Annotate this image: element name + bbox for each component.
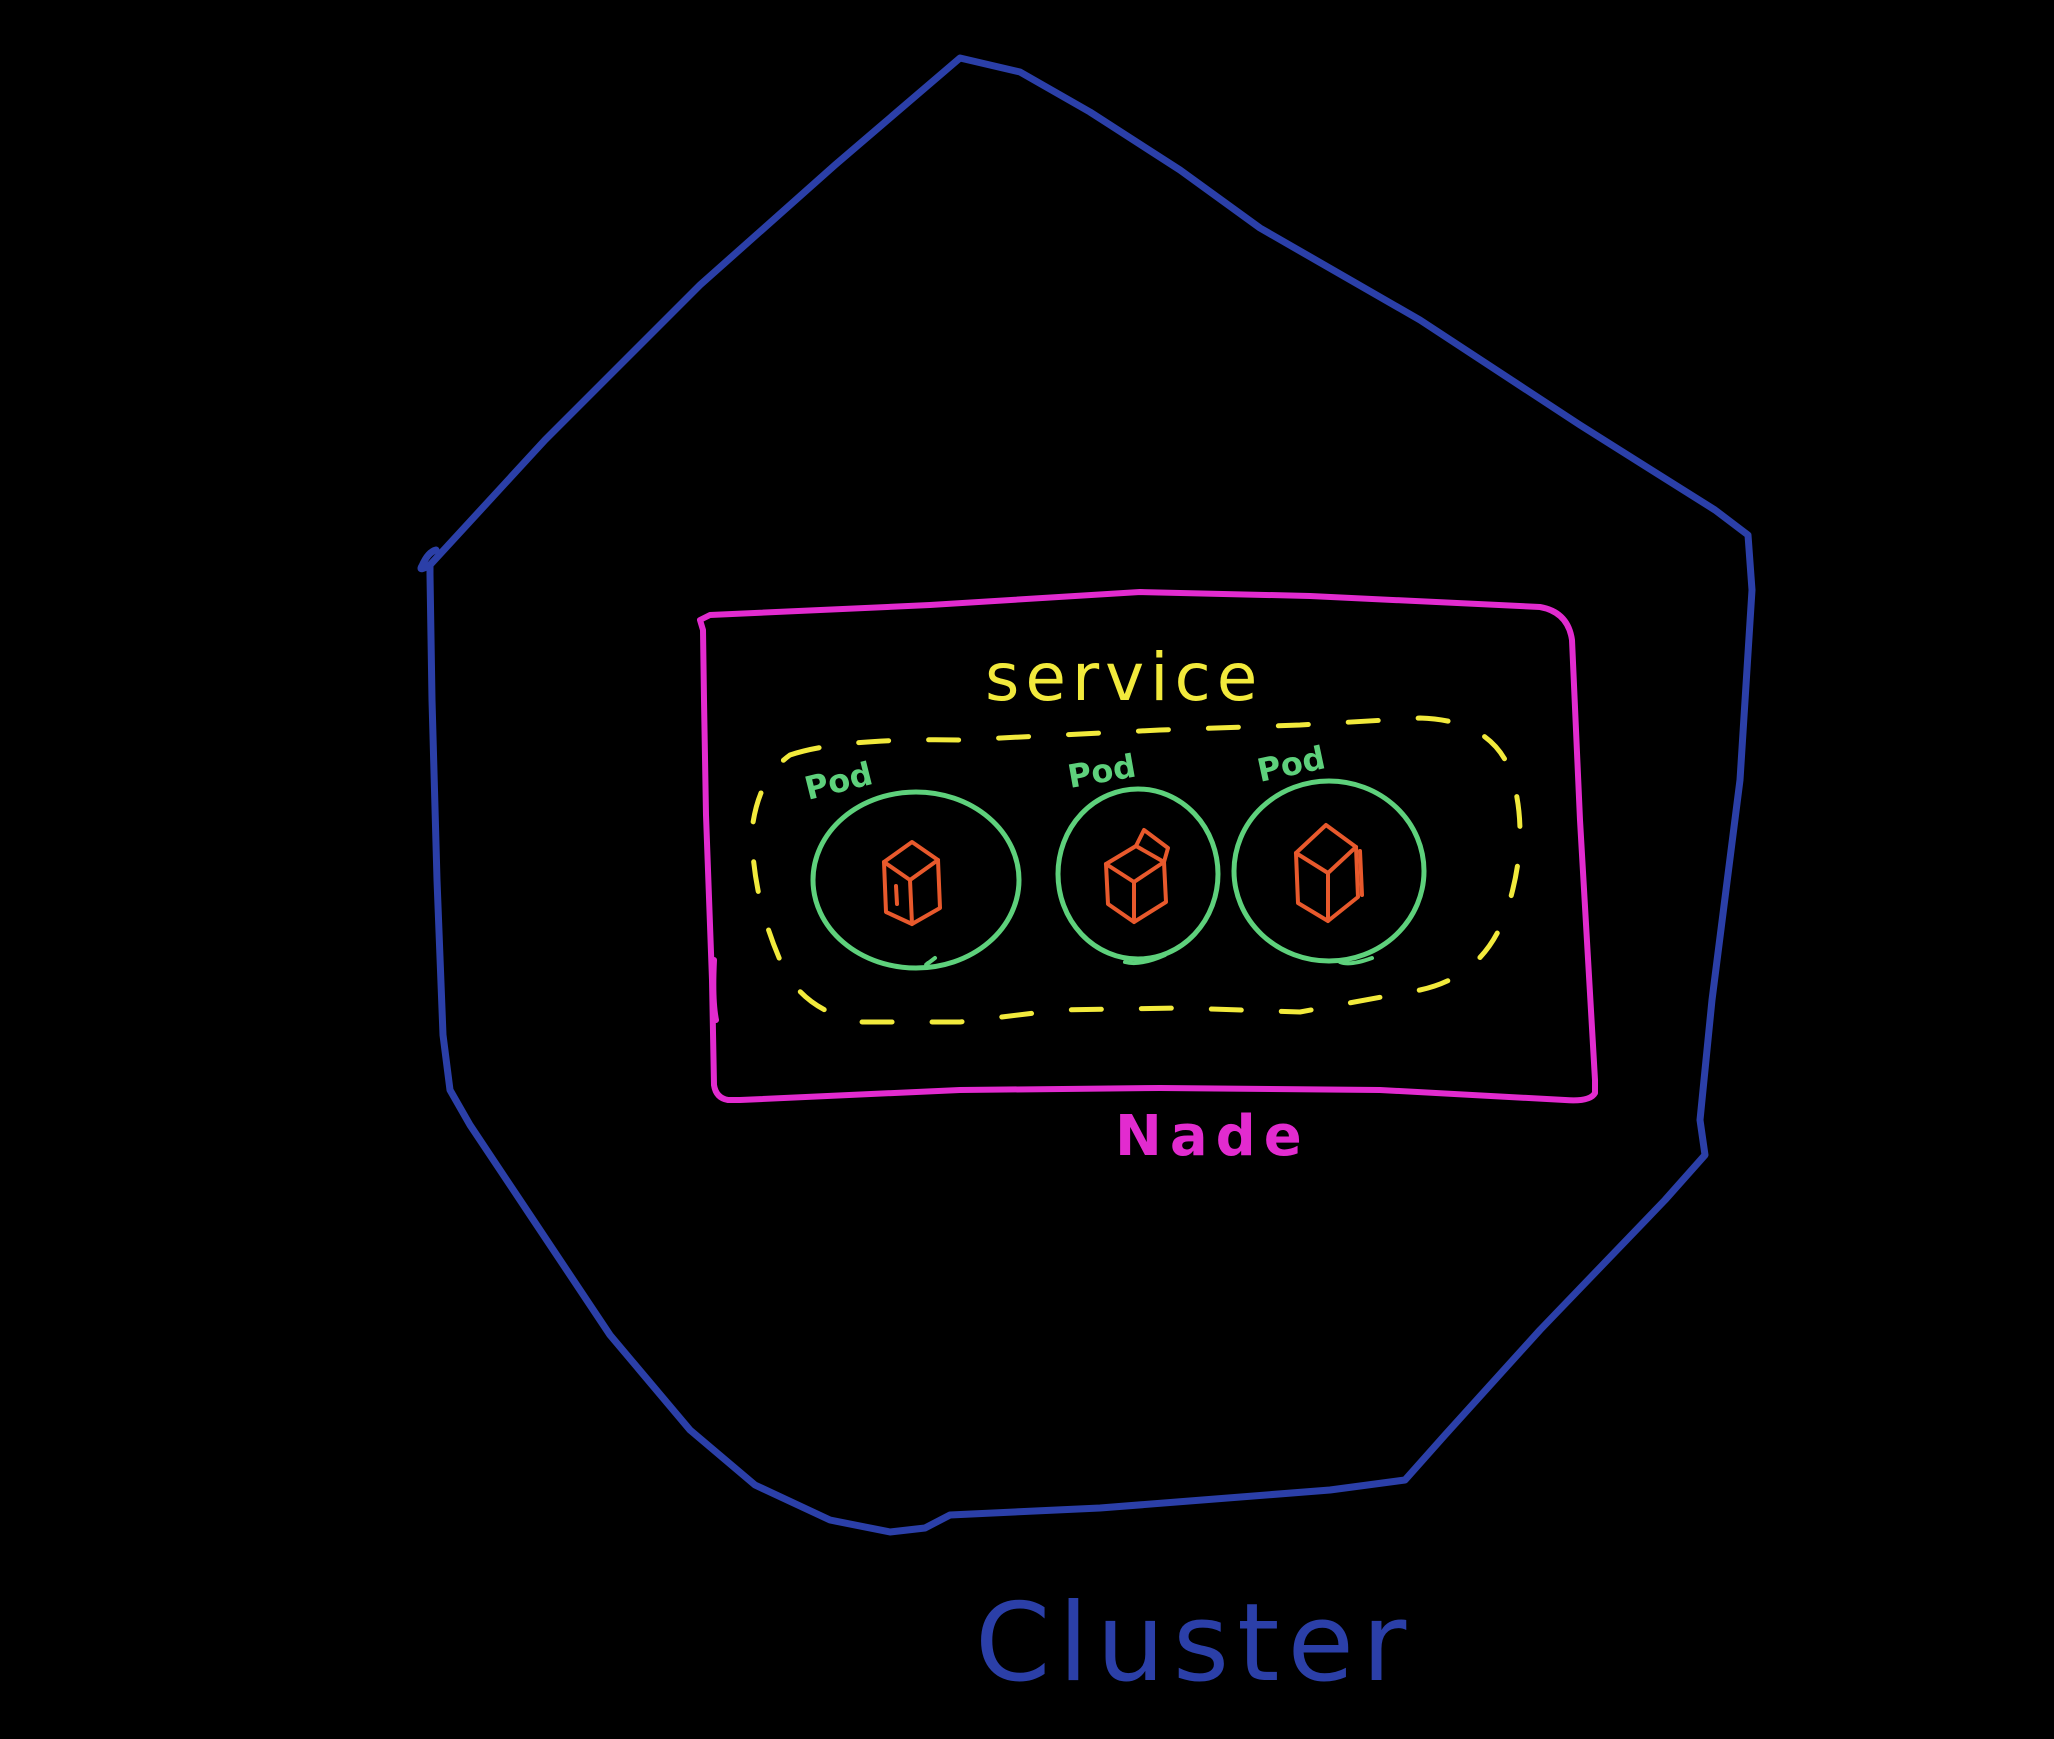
cube-icon: [1294, 823, 1364, 923]
service-label: service: [985, 639, 1263, 716]
cluster-label: Cluster: [975, 1581, 1414, 1706]
pod-circle-1: [810, 789, 1022, 971]
pod-circle-3-tail: [1338, 956, 1374, 966]
service-boundary: [749, 715, 1523, 1025]
node-label: Nade: [1115, 1104, 1310, 1169]
pod-label-1: Pod: [801, 754, 877, 807]
cluster-boundary-tick: [417, 546, 440, 573]
pod-circle-2: [1055, 786, 1221, 962]
cube-icon: [882, 840, 942, 926]
pod-circle-3: [1231, 778, 1427, 964]
cube-icon: [1104, 828, 1170, 924]
pod-circle-1-tail: [924, 956, 937, 967]
pod-circle-2-tail: [1123, 953, 1167, 966]
node-boundary-tick: [710, 957, 719, 1023]
node-boundary: [697, 589, 1598, 1104]
cluster-boundary: [426, 54, 1756, 1536]
